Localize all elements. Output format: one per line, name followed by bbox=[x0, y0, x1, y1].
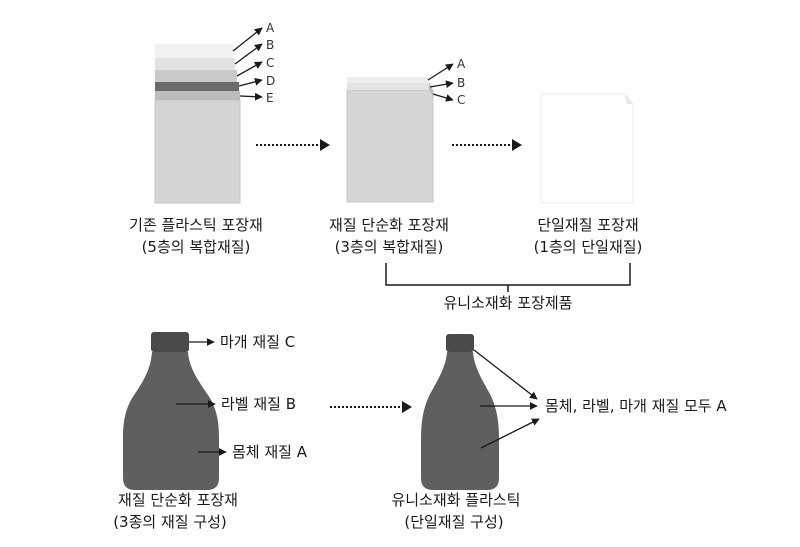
stage3-subcaption: (1층의 단일재질) bbox=[534, 238, 643, 256]
layer-callouts-3 bbox=[427, 63, 454, 102]
bottle-body bbox=[421, 352, 499, 490]
bottle2-callout-arrows bbox=[473, 349, 540, 449]
process-arrow-3 bbox=[330, 401, 412, 413]
body-material-label: 몸체 재질 A bbox=[232, 443, 308, 461]
unimaterial-bracket bbox=[385, 263, 631, 292]
layer-label-b: B bbox=[266, 38, 274, 52]
layer-a bbox=[155, 44, 233, 58]
bottle2-caption: 유니소재화 플라스틱 bbox=[392, 491, 521, 509]
layer-e bbox=[155, 91, 240, 100]
stage2-caption: 재질 단순화 포장재 bbox=[329, 216, 449, 234]
bottle1-callout-arrows bbox=[176, 338, 227, 456]
stage2-subcaption: (3층의 복합재질) bbox=[335, 238, 444, 256]
layer-base bbox=[154, 99, 241, 204]
multilayer-package-3 bbox=[346, 77, 434, 203]
bottle2-subcaption: (단일재질 구성) bbox=[404, 513, 503, 531]
layer-c bbox=[155, 70, 237, 82]
layer-label-e: E bbox=[266, 91, 274, 105]
unimaterial-bracket-label: 유니소재화 포장제품 bbox=[444, 294, 573, 312]
all-material-a-label: 몸체, 라벨, 마개 재질 모두 A bbox=[545, 397, 727, 415]
bottle-cap bbox=[151, 332, 189, 352]
layer-label-b: B bbox=[457, 76, 465, 90]
bottle-three-materials bbox=[123, 332, 219, 490]
layer-d bbox=[155, 82, 239, 91]
stage3-caption: 단일재질 포장재 bbox=[537, 216, 638, 234]
stage1-subcaption: (5층의 복합재질) bbox=[142, 238, 251, 256]
single-layer-package bbox=[540, 93, 634, 204]
label-material-label: 라벨 재질 B bbox=[221, 395, 296, 413]
layer-a bbox=[347, 77, 429, 83]
layer-label-c: C bbox=[266, 56, 274, 70]
layer-label-c: C bbox=[457, 93, 465, 107]
stage1-caption: 기존 플라스틱 포장재 bbox=[129, 216, 263, 234]
layer-label-d: D bbox=[266, 74, 275, 88]
cap-material-label: 마개 재질 C bbox=[220, 333, 295, 351]
bottle1-caption: 재질 단순화 포장재 bbox=[118, 491, 238, 509]
multilayer-package-5 bbox=[154, 44, 241, 204]
process-arrow-2 bbox=[452, 139, 522, 151]
process-arrow-1 bbox=[256, 139, 330, 151]
layer-b bbox=[155, 58, 235, 70]
bottle-body bbox=[123, 352, 219, 490]
bottle1-subcaption: (3종의 재질 구성) bbox=[113, 513, 227, 531]
layer-base bbox=[346, 89, 434, 203]
layer-label-a: A bbox=[266, 21, 275, 35]
bottle-cap bbox=[446, 334, 474, 352]
layer-c-edge bbox=[429, 83, 433, 96]
bottle-single-material bbox=[421, 334, 499, 490]
layer-callouts-5 bbox=[232, 27, 263, 101]
layer-b bbox=[347, 83, 431, 90]
layer-label-a: A bbox=[457, 57, 466, 71]
